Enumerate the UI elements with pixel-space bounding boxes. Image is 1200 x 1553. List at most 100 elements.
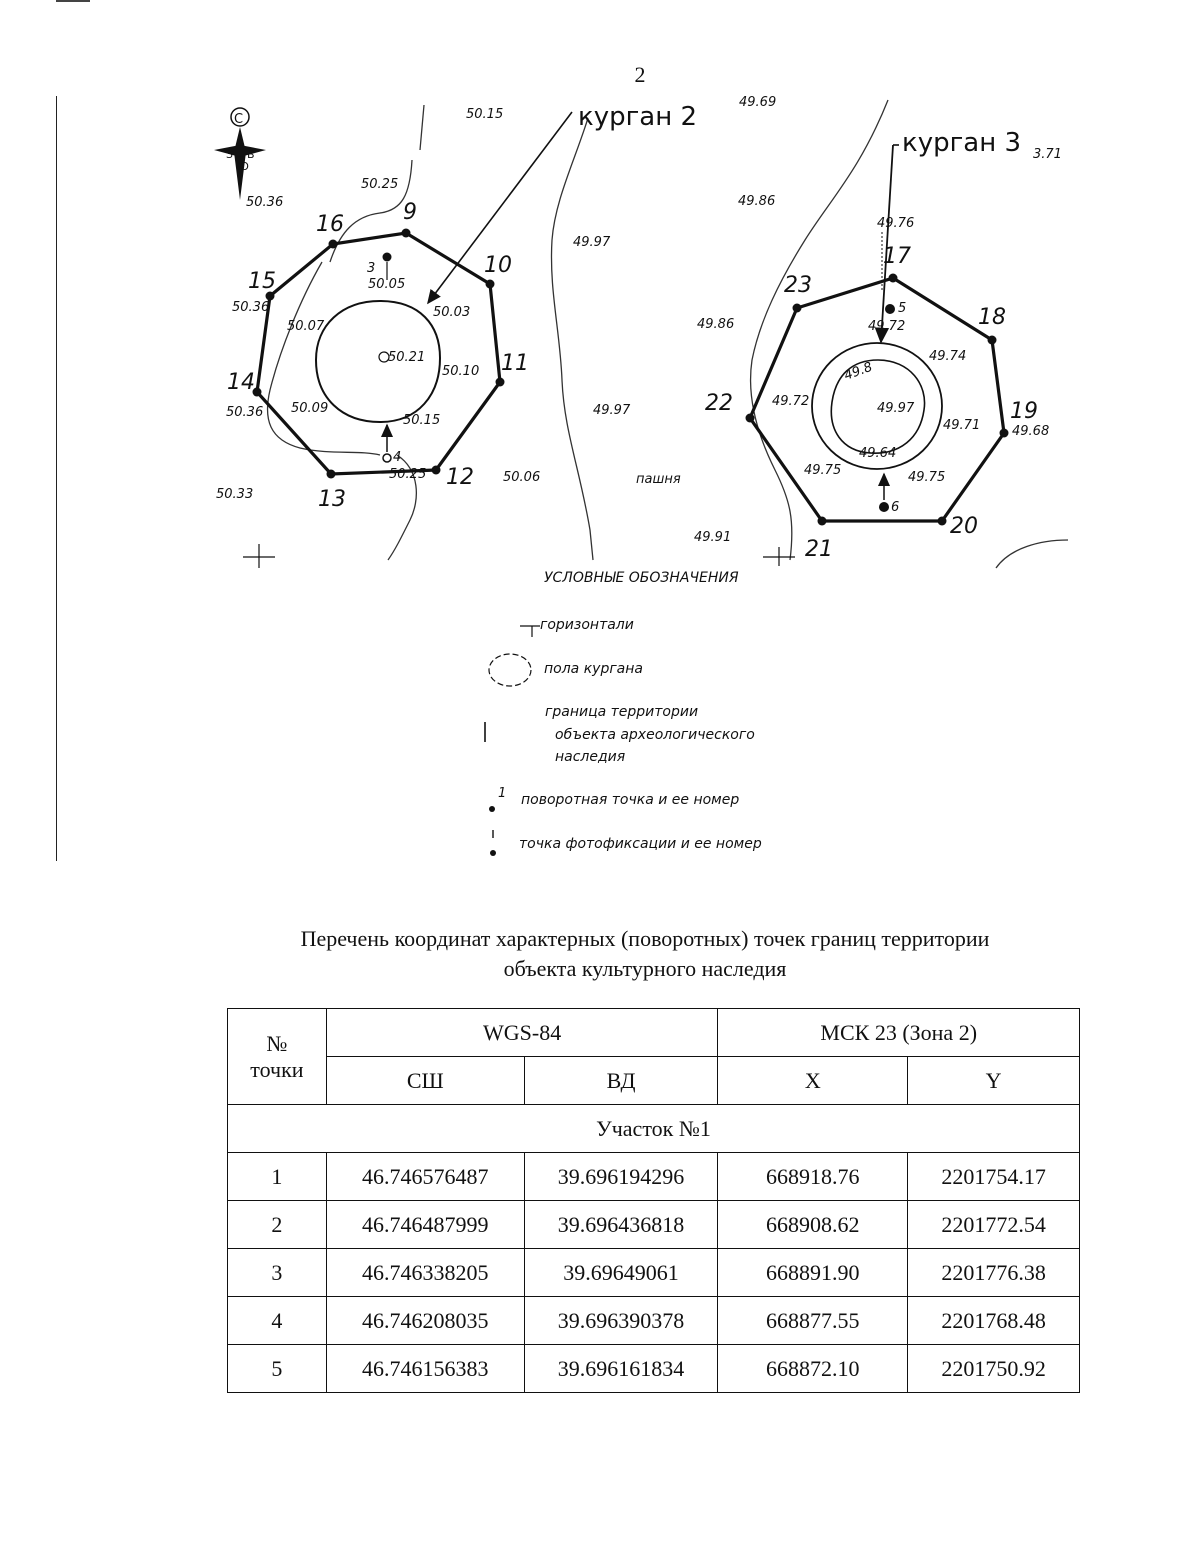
svg-text:50.15: 50.15 — [466, 107, 503, 122]
cell-latitude: 46.746487999 — [325, 1200, 525, 1249]
cell-point-number: 5 — [227, 1344, 327, 1393]
point-label-10: 10 — [484, 253, 512, 278]
margin-line — [56, 96, 57, 861]
table-row: 4 46.746208035 39.696390378 668877.55 22… — [227, 1296, 1080, 1345]
table-row: 2 46.746487999 39.696436818 668908.62 22… — [227, 1200, 1080, 1249]
point-label-23: 23 — [784, 273, 812, 298]
cell-latitude: 46.746156383 — [325, 1344, 525, 1393]
cell-point-number: 3 — [227, 1248, 327, 1297]
legend-kurgan-floor-label: пола кургана — [544, 661, 643, 677]
header-msk23: МСК 23 (Зона 2) — [717, 1008, 1080, 1057]
legend-kurgan-floor-symbol — [488, 653, 532, 687]
point-label-21: 21 — [805, 537, 833, 562]
svg-text:50.06: 50.06 — [503, 470, 540, 485]
point-label-14: 14 — [227, 370, 255, 395]
list-title-line2: объекта культурного наследия — [503, 956, 787, 981]
compass-west: З — [226, 148, 233, 161]
svg-text:50.05: 50.05 — [368, 277, 405, 292]
corner-mark — [56, 0, 90, 2]
table-row: 1 46.746576487 39.696194296 668918.76 22… — [227, 1152, 1080, 1201]
svg-text:49.69: 49.69 — [739, 95, 776, 110]
cell-point-number: 1 — [227, 1152, 327, 1201]
svg-text:49.86: 49.86 — [697, 317, 734, 332]
svg-text:50.09: 50.09 — [291, 401, 328, 416]
header-longitude: ВД — [523, 1056, 719, 1105]
photo-point-6: 6 — [891, 500, 899, 515]
cell-y: 2201750.92 — [907, 1344, 1080, 1393]
cell-latitude: 46.746338205 — [325, 1248, 525, 1297]
svg-text:50.10: 50.10 — [442, 364, 479, 379]
svg-text:49.74: 49.74 — [929, 349, 966, 364]
field-label: пашня — [636, 472, 681, 487]
coordinates-table: № точки WGS-84 МСК 23 (Зона 2) СШ ВД X Y… — [227, 1008, 1080, 1393]
cell-y: 2201768.48 — [907, 1296, 1080, 1345]
svg-text:49.75: 49.75 — [804, 463, 841, 478]
kurgan-3-label: курган 3 — [902, 128, 1021, 158]
header-y: Y — [907, 1056, 1080, 1105]
page-number: 2 — [634, 62, 646, 87]
kurgan-2-boundary — [252, 111, 573, 479]
kurgan-2-label: курган 2 — [578, 102, 697, 132]
cell-x: 668872.10 — [717, 1344, 909, 1393]
legend-photo-point-symbol — [490, 830, 496, 856]
svg-text:49.75: 49.75 — [908, 470, 945, 485]
header-point-number-line2: точки — [250, 1056, 304, 1082]
header-x: X — [717, 1056, 909, 1105]
header-point-number: № точки — [227, 1008, 327, 1105]
point-label-20: 20 — [950, 514, 978, 539]
cell-point-number: 2 — [227, 1200, 327, 1249]
legend-turning-point-number: 1 — [498, 786, 506, 801]
cell-latitude: 46.746576487 — [325, 1152, 525, 1201]
svg-text:49.91: 49.91 — [694, 530, 731, 545]
svg-text:49.72: 49.72 — [772, 394, 809, 409]
north-arrow-icon: С З В Ю — [214, 107, 266, 200]
svg-text:50.15: 50.15 — [403, 413, 440, 428]
legend-contour-label: горизонтали — [540, 617, 634, 633]
table-row: 5 46.746156383 39.696161834 668872.10 22… — [227, 1344, 1080, 1393]
legend-boundary-line3: наследия — [555, 749, 625, 765]
header-point-number-line1: № — [266, 1030, 288, 1056]
cell-y: 2201772.54 — [907, 1200, 1080, 1249]
svg-text:49.72: 49.72 — [868, 319, 905, 334]
svg-text:50.25: 50.25 — [361, 177, 398, 192]
cell-longitude: 39.696390378 — [523, 1296, 719, 1345]
table-header-row-1: № точки WGS-84 МСК 23 (Зона 2) — [227, 1008, 1080, 1105]
section-label: Участок №1 — [227, 1104, 1080, 1153]
svg-text:50.36: 50.36 — [232, 300, 269, 315]
header-latitude: СШ — [325, 1056, 525, 1105]
point-label-13: 13 — [318, 487, 346, 512]
point-label-16: 16 — [316, 212, 344, 237]
point-label-22: 22 — [705, 391, 733, 416]
coordinates-list-title: Перечень координат характерных (поворотн… — [200, 924, 1090, 984]
cell-y: 2201754.17 — [907, 1152, 1080, 1201]
svg-text:50.07: 50.07 — [287, 319, 325, 334]
cell-latitude: 46.746208035 — [325, 1296, 525, 1345]
terrain-lines — [266, 99, 1069, 569]
table-row: 3 46.746338205 39.69649061 668891.90 220… — [227, 1248, 1080, 1297]
point-label-19: 19 — [1010, 399, 1038, 424]
header-wgs84: WGS-84 — [325, 1008, 719, 1057]
cell-point-number: 4 — [227, 1296, 327, 1345]
svg-text:49.68: 49.68 — [1012, 424, 1049, 439]
compass-south: Ю — [237, 160, 249, 173]
legend-contour-symbol — [520, 625, 540, 637]
legend-boundary-line1: граница территории — [545, 704, 698, 720]
compass-east: В — [247, 148, 255, 161]
legend-turning-point-symbol — [489, 806, 495, 812]
kurgan-3-suffix: 3.71 — [1033, 147, 1062, 162]
table-header-row-2: СШ ВД X Y — [228, 1056, 1080, 1105]
point-label-18: 18 — [978, 305, 1006, 330]
contour-label-49-8: 49.8 — [842, 360, 874, 384]
cell-x: 668891.90 — [717, 1248, 909, 1297]
svg-text:50.21: 50.21 — [388, 350, 425, 365]
svg-text:49.71: 49.71 — [943, 418, 980, 433]
svg-text:49.86: 49.86 — [738, 194, 775, 209]
elevation-marks-kurgan-3: 49.69 49.86 49.76 49.97 49.97 49.86 49.7… — [573, 95, 1049, 545]
svg-text:49.97: 49.97 — [877, 401, 915, 416]
legend-title: УСЛОВНЫЕ ОБОЗНАЧЕНИЯ — [544, 570, 739, 586]
kurgan-3-boundary — [745, 144, 1009, 526]
svg-text:50.36: 50.36 — [246, 195, 283, 210]
point-label-17: 17 — [883, 244, 911, 269]
table-section-row: Участок №1 — [227, 1104, 1080, 1153]
legend: УСЛОВНЫЕ ОБОЗНАЧЕНИЯ горизонтали пола ку… — [484, 570, 762, 856]
